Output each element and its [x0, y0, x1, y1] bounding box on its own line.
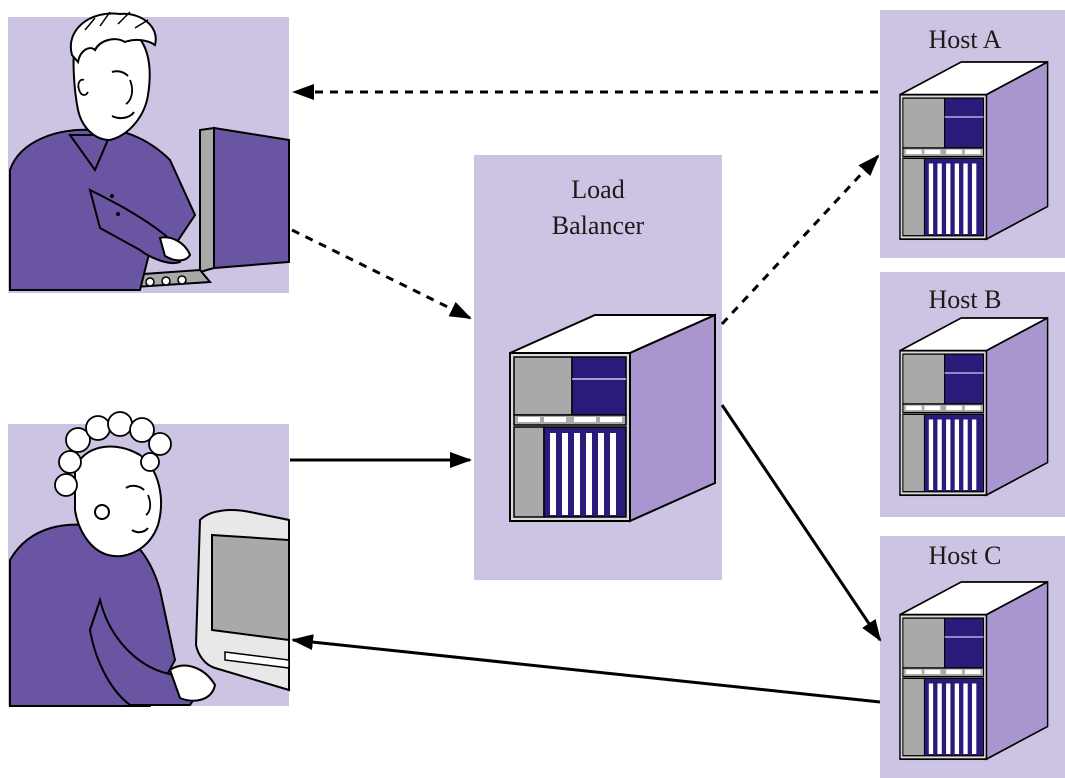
host-c-server-icon	[899, 581, 1049, 761]
arrow-load-balancer-to-host-a	[720, 154, 880, 326]
load-balancer-label-line2: Balancer	[552, 211, 645, 240]
load-balancer-server-icon	[509, 314, 716, 522]
host-b-label: Host B	[929, 285, 1002, 314]
arrow-user-1-to-load-balancer	[291, 228, 472, 320]
load-balancer-label-line1: Load	[571, 175, 624, 204]
host-a-label: Host A	[929, 25, 1002, 54]
host-c-label: Host C	[929, 541, 1002, 570]
host-a-server-icon	[899, 61, 1049, 241]
user-woman-icon	[9, 411, 290, 707]
host-b-server-icon	[899, 317, 1049, 497]
user-man-icon	[9, 11, 290, 292]
arrow-host-c-to-user-2	[291, 634, 881, 704]
arrow-load-balancer-to-host-c	[720, 404, 882, 642]
